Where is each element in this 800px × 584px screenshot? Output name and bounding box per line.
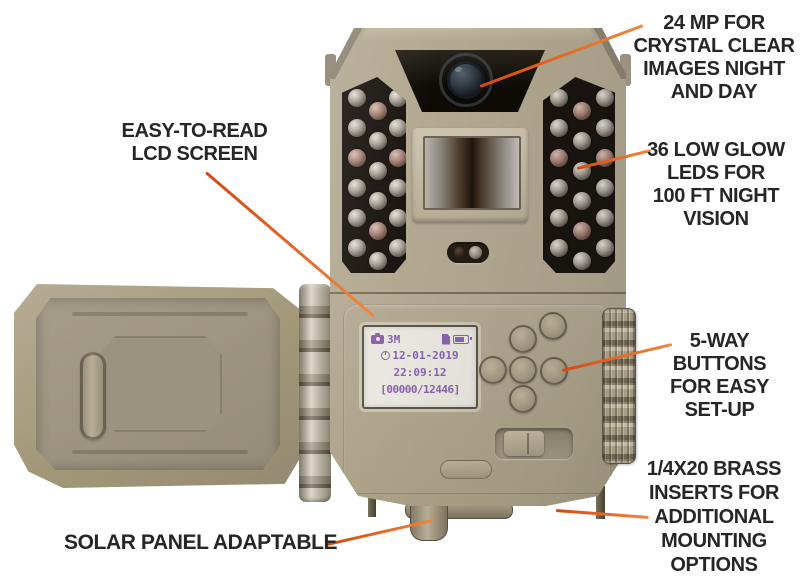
ir-led [348, 179, 367, 197]
light-sensor-eye [469, 246, 482, 259]
ir-led [389, 149, 406, 167]
door-groove [72, 450, 248, 454]
ir-led [573, 132, 592, 150]
ir-led [573, 222, 592, 240]
camera-mode-icon [371, 332, 384, 344]
callout-megapixels: 24 MP FOR CRYSTAL CLEAR IMAGES NIGHT AND… [633, 12, 795, 103]
door-inner-plate [98, 336, 222, 432]
lcd-time: 22:09:12 [393, 366, 447, 379]
ir-led [550, 149, 569, 167]
ir-led [596, 209, 615, 227]
ir-led [573, 192, 592, 210]
down-button [509, 385, 537, 413]
ir-led [389, 119, 406, 137]
latch-tab-left [325, 54, 336, 86]
ir-led [348, 209, 367, 227]
ir-led [368, 132, 387, 150]
ir-led [348, 149, 367, 167]
ir-led [368, 162, 387, 180]
light-sensor [447, 242, 489, 263]
top-ridge [360, 28, 596, 41]
callout-solar: SOLAR PANEL ADAPTABLE [64, 531, 338, 554]
battery-level [455, 336, 464, 342]
camera-body: 3M 12-01-2019 22:09:12 [00000/12446] [330, 28, 626, 506]
corner-facet-left [330, 28, 363, 79]
door-hinge [299, 284, 331, 502]
pir-sensor-housing [412, 128, 528, 223]
lcd-photo-counter: [00000/12446] [380, 383, 460, 396]
ir-led [550, 119, 569, 137]
power-switch-track [495, 428, 573, 459]
ir-led [389, 179, 406, 197]
ir-led [348, 239, 367, 257]
latch-tab-right [620, 54, 631, 86]
lcd-date-row: 12-01-2019 [371, 346, 469, 364]
right-led-panel [543, 77, 615, 273]
indicator-led [454, 247, 465, 258]
ir-led [550, 209, 569, 227]
latch-strap [602, 308, 636, 464]
trail-camera: 3M 12-01-2019 22:09:12 [00000/12446] [325, 28, 640, 541]
door-groove [72, 312, 248, 316]
ok-button [509, 356, 537, 384]
callout-leds: 36 LOW GLOW LEDS FOR 100 FT NIGHT VISION [647, 139, 785, 230]
camera-door-open [14, 284, 302, 488]
clock-icon [381, 350, 391, 360]
door-inner-recess [36, 298, 280, 470]
ir-led [389, 239, 406, 257]
door-grip-left [80, 352, 106, 440]
lcd-status-row: 3M [371, 332, 472, 346]
lcd-mode-value: 3M [387, 332, 401, 346]
ir-led [596, 179, 615, 197]
power-switch [504, 431, 544, 456]
mode-button [539, 312, 567, 340]
mounting-insert-left [368, 486, 376, 517]
ir-led [348, 119, 367, 137]
up-button [509, 325, 537, 353]
ir-led [550, 89, 569, 107]
ir-led [389, 209, 406, 227]
ir-led [596, 239, 615, 257]
lcd-screen: 3M 12-01-2019 22:09:12 [00000/12446] [362, 325, 478, 409]
ir-led [368, 222, 387, 240]
mounting-insert-right [596, 486, 605, 519]
left-button [479, 356, 507, 384]
callout-lcd-screen: EASY-TO-READ LCD SCREEN [121, 120, 268, 165]
left-led-panel [342, 77, 406, 273]
ir-led [368, 252, 387, 270]
ir-led [389, 89, 406, 107]
camera-lens [447, 61, 485, 99]
pir-sensor [423, 136, 521, 210]
battery-icon [453, 334, 472, 344]
ir-led [368, 102, 387, 120]
ir-led [368, 192, 387, 210]
lcd-date: 12-01-2019 [392, 348, 459, 362]
ir-led [550, 239, 569, 257]
ir-led [550, 179, 569, 197]
sd-card-icon [442, 333, 450, 345]
ir-led [596, 119, 615, 137]
callout-buttons: 5-WAY BUTTONS FOR EASY SET-UP [669, 330, 770, 421]
callout-brass-inserts: 1/4X20 BRASS INSERTS FOR ADDITIONAL MOUN… [646, 458, 782, 576]
ir-led [348, 89, 367, 107]
battery-tray-button [440, 460, 492, 479]
ir-led [596, 89, 615, 107]
ir-led [573, 252, 592, 270]
ir-led [573, 102, 592, 120]
